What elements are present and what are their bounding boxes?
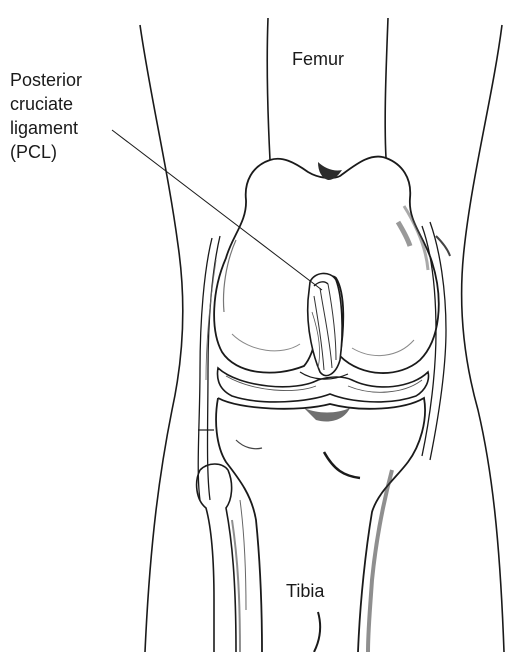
pcl-label-line: Posterior [10,68,82,92]
leg-outline-left [140,25,183,652]
leg-outline-right [462,25,504,652]
tibia-label: Tibia [286,579,324,603]
pcl-label-line: (PCL) [10,140,82,164]
fibula-bone [197,464,240,652]
pcl-label-line: ligament [10,116,82,140]
collateral-ligament-left [198,236,220,500]
tibia-bone [216,398,425,652]
femur-label: Femur [292,47,344,71]
pcl-label-line: cruciate [10,92,82,116]
pcl-label: Posterior cruciate ligament (PCL) [10,68,82,164]
